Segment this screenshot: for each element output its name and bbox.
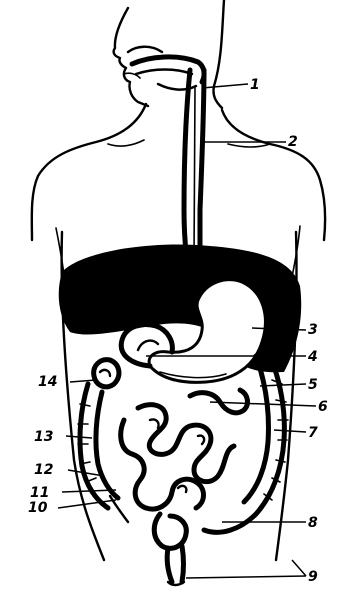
label-12: 12: [34, 462, 53, 478]
label-11: 11: [30, 485, 49, 501]
label-2: 2: [288, 134, 298, 150]
label-4: 4: [307, 349, 318, 365]
label-13: 13: [34, 429, 53, 445]
label-9: 9: [308, 569, 318, 585]
label-10: 10: [28, 500, 48, 516]
label-14: 14: [38, 374, 57, 390]
rectum: [154, 514, 186, 585]
label-8: 8: [308, 515, 318, 531]
esophagus: [184, 70, 204, 270]
cecum: [94, 360, 119, 387]
oral-cavity: [132, 57, 204, 90]
label-6: 6: [318, 399, 328, 415]
head-outline: [114, 0, 224, 108]
label-1: 1: [250, 77, 260, 93]
small-intestine: [121, 390, 248, 509]
label-3: 3: [308, 322, 318, 338]
label-7: 7: [308, 425, 318, 441]
label-5: 5: [308, 377, 318, 393]
